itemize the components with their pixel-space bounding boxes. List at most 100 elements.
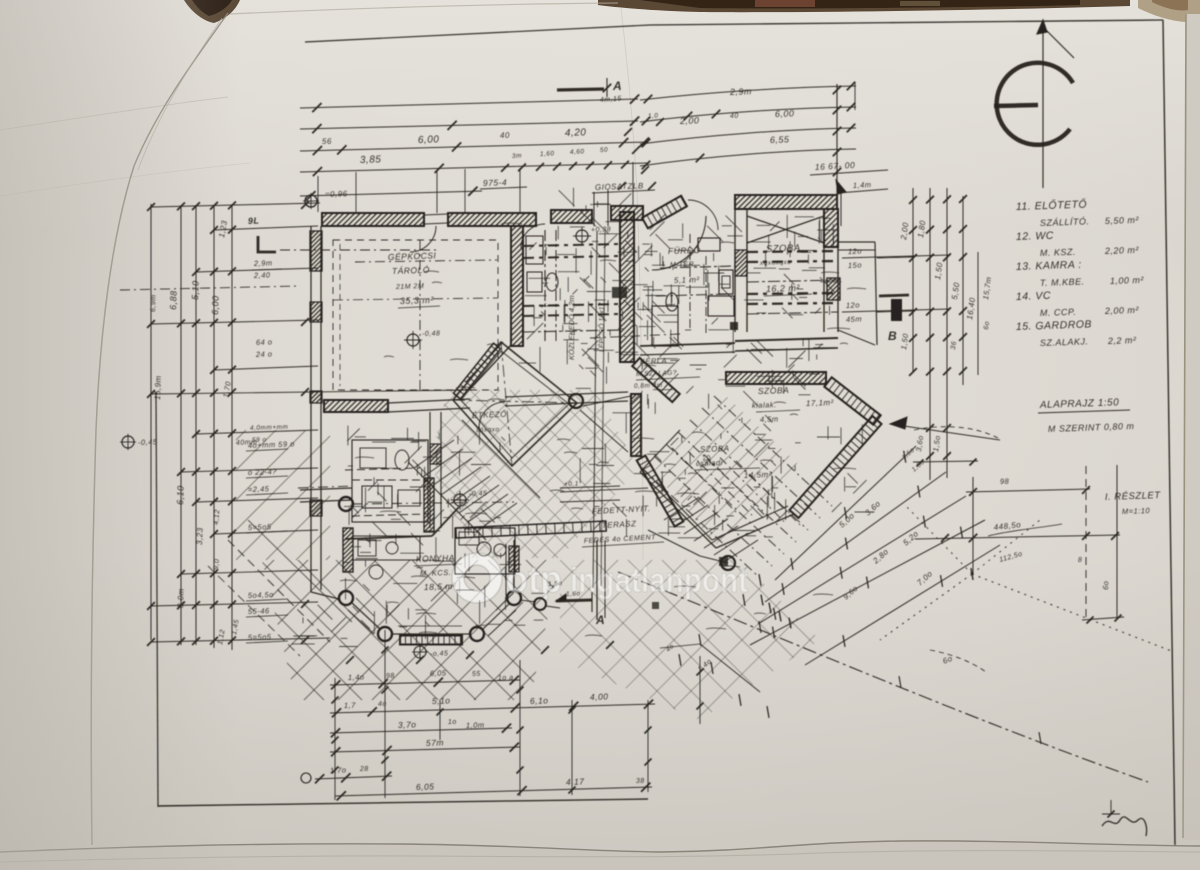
svg-text:6,10: 6,10: [175, 485, 186, 505]
svg-text:59 o: 59 o: [252, 436, 267, 444]
svg-text:1,70: 1,70: [221, 380, 233, 398]
svg-text:6,05: 6,05: [430, 668, 447, 678]
svg-text:1,45: 1,45: [231, 619, 241, 636]
svg-text:3m: 3m: [512, 152, 522, 160]
svg-text:45m: 45m: [846, 314, 862, 324]
svg-text:6,00: 6,00: [210, 295, 221, 315]
svg-text:55: 55: [472, 671, 481, 678]
svg-text:55-46: 55-46: [248, 606, 270, 616]
svg-text:+0,1: +0,1: [564, 480, 579, 488]
svg-text:16,2 m²: 16,2 m²: [766, 283, 801, 294]
svg-text:6o: 6o: [983, 321, 991, 331]
svg-text:-0,45: -0,45: [469, 490, 488, 498]
svg-text:xqxoxqxo: xqxoxqxo: [759, 259, 792, 267]
svg-text:M. KSZ.: M. KSZ.: [1040, 247, 1076, 258]
svg-text:6,1o: 6,1o: [530, 695, 549, 706]
svg-text:57m: 57m: [426, 737, 444, 748]
svg-text:15,9m: 15,9m: [153, 375, 163, 400]
svg-text:2,9m: 2,9m: [729, 86, 752, 97]
svg-text:+0,38: +0,38: [591, 226, 611, 234]
svg-text:21M 2M: 21M 2M: [395, 283, 425, 291]
svg-text:1o a: 1o a: [498, 674, 514, 682]
svg-text:B: B: [888, 329, 897, 343]
svg-text:M=1:10: M=1:10: [1122, 506, 1151, 516]
svg-text:4,60: 4,60: [570, 148, 585, 156]
svg-text:o 22-4?: o 22-4?: [248, 467, 278, 477]
svg-text:16 67- 00: 16 67- 00: [815, 160, 856, 172]
svg-text:1,5o: 1,5o: [931, 435, 942, 453]
svg-text:4,17: 4,17: [566, 776, 585, 787]
svg-text:16,40: 16,40: [965, 297, 977, 321]
svg-text:1,50: 1,50: [899, 332, 910, 350]
svg-text:kialak.: kialak.: [752, 400, 777, 410]
svg-text:18,5 m²: 18,5 m²: [424, 581, 457, 592]
svg-text:1,00 m²: 1,00 m²: [1110, 275, 1145, 286]
svg-text:5=5o5: 5=5o5: [248, 632, 272, 642]
svg-text:4o: 4o: [378, 701, 387, 708]
svg-text:6o: 6o: [1101, 580, 1110, 590]
svg-text:M. CCP.: M. CCP.: [1040, 307, 1077, 318]
svg-text:975-4: 975-4: [483, 177, 508, 188]
svg-text:-0,45: -0,45: [138, 437, 158, 447]
svg-text:SZOBA: SZOBA: [700, 444, 730, 454]
svg-text:csaladi: csaladi: [696, 458, 723, 468]
svg-text:12. WC: 12. WC: [1016, 230, 1054, 243]
svg-text:40mm: 40mm: [236, 439, 258, 447]
svg-text:A: A: [612, 79, 622, 93]
svg-text:40: 40: [500, 131, 510, 140]
svg-text:2,9m: 2,9m: [253, 258, 273, 268]
svg-text:24 o: 24 o: [255, 349, 273, 359]
svg-text:3,6o: 3,6o: [914, 435, 925, 453]
svg-text:3,23: 3,23: [195, 527, 205, 545]
svg-text:448,5o: 448,5o: [993, 520, 1021, 532]
svg-text:1,0m: 1,0m: [466, 720, 485, 730]
svg-text:11. ELŐTETŐ: 11. ELŐTETŐ: [1016, 197, 1088, 213]
svg-text:4,00: 4,00: [590, 691, 609, 702]
svg-text:6,00: 6,00: [775, 108, 795, 119]
svg-text:-o,45: -o,45: [430, 650, 449, 658]
svg-text:LÉPCSŐ 12x17: LÉPCSŐ 12x17: [597, 301, 606, 352]
svg-text:ÉTKEZŐ: ÉTKEZŐ: [472, 410, 507, 420]
svg-text:35,3 m²: 35,3 m²: [400, 295, 435, 306]
svg-text:1,7o: 1,7o: [330, 765, 347, 775]
svg-text:15. GARDROB: 15. GARDROB: [1016, 318, 1092, 333]
svg-text:-0,48: -0,48: [422, 330, 441, 338]
svg-text:8,0m: 8,0m: [176, 588, 186, 608]
svg-text:KÉRLA: KÉRLA: [640, 356, 667, 366]
svg-text:14. VC: 14. VC: [1016, 290, 1052, 303]
svg-text:1,6o: 1,6o: [566, 590, 581, 598]
svg-text:I. RÉSZLET: I. RÉSZLET: [1105, 490, 1162, 503]
svg-text:5,50: 5,50: [950, 282, 961, 301]
svg-text:4o+mm 59 o: 4o+mm 59 o: [248, 439, 295, 450]
svg-text:1,4o: 1,4o: [348, 672, 365, 682]
svg-text:13. KAMRA :: 13. KAMRA :: [1016, 259, 1082, 273]
svg-text:GIOSATZLB: GIOSATZLB: [595, 181, 644, 192]
svg-text:98: 98: [1000, 477, 1010, 486]
svg-text:M. KCS.: M. KCS.: [420, 568, 452, 578]
svg-text:6,55: 6,55: [770, 134, 790, 145]
svg-text:A: A: [595, 613, 605, 627]
svg-text:FEDETT-NYIT.: FEDETT-NYIT.: [592, 504, 651, 516]
svg-text:2,20 m²: 2,20 m²: [1104, 245, 1140, 256]
svg-text:KÖZLEKEDŐ 4,2m: KÖZLEKEDŐ 4,2m: [567, 295, 576, 360]
svg-text:15,7m: 15,7m: [981, 276, 993, 300]
svg-text:5=5o5: 5=5o5: [248, 522, 272, 532]
svg-text:12o: 12o: [848, 247, 862, 256]
svg-text:40: 40: [730, 113, 739, 120]
svg-text:1,23: 1,23: [217, 219, 229, 238]
svg-text:M SZERINT 0,80 m: M SZERINT 0,80 m: [1048, 421, 1135, 434]
svg-text:5,50 m²: 5,50 m²: [1105, 215, 1140, 226]
svg-text:5,1o: 5,1o: [432, 695, 451, 706]
svg-text:17,1m²: 17,1m²: [806, 398, 834, 408]
svg-text:3,7o: 3,7o: [398, 719, 417, 730]
svg-text:1,7: 1,7: [344, 701, 357, 710]
svg-text:1o: 1o: [448, 719, 457, 726]
svg-text:5,10: 5,10: [190, 280, 201, 300]
svg-text:1,80: 1,80: [916, 220, 927, 239]
svg-text:ingatlanpont: ingatlanpont: [570, 561, 748, 600]
svg-text:9L: 9L: [248, 216, 260, 226]
svg-text:12o: 12o: [846, 301, 860, 310]
svg-text:50: 50: [600, 147, 609, 154]
svg-text:0,8m 4m: 0,8m 4m: [634, 382, 663, 390]
svg-text:3,85: 3,85: [360, 154, 382, 166]
